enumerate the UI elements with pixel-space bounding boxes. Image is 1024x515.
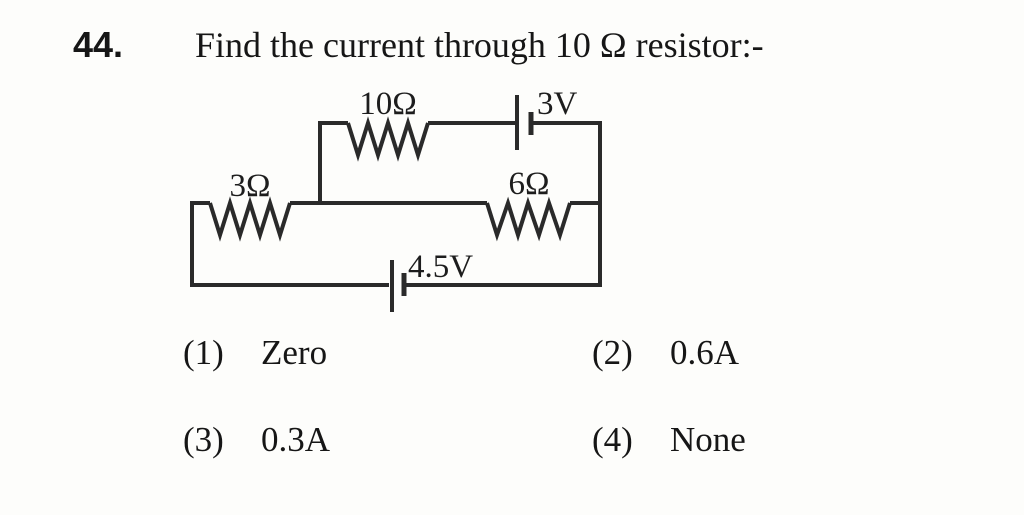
option-3[interactable]: (3) 0.3A	[183, 420, 330, 460]
option-4-text: None	[670, 420, 746, 459]
option-2[interactable]: (2) 0.6A	[592, 333, 739, 373]
label-resistor-6ohm: 6Ω	[508, 166, 549, 202]
resistor-10ohm-zigzag	[346, 116, 430, 162]
option-4-number: (4)	[592, 420, 633, 459]
resistor-6ohm-zigzag	[485, 196, 572, 242]
label-resistor-10ohm: 10Ω	[359, 86, 417, 122]
label-resistor-3ohm: 3Ω	[229, 168, 270, 204]
resistor-3ohm-zigzag	[208, 196, 292, 242]
option-2-text: 0.6A	[670, 333, 740, 372]
option-1[interactable]: (1) Zero	[183, 333, 327, 373]
question-number: 44.	[73, 24, 124, 65]
question-text: Find the current through 10 Ω resistor:-	[195, 25, 764, 65]
option-1-number: (1)	[183, 333, 224, 372]
label-battery-4v5: 4.5V	[408, 249, 473, 285]
option-1-text: Zero	[261, 333, 328, 372]
circuit-diagram: 10Ω 3V 3Ω 6Ω 4.5V	[190, 86, 602, 312]
option-3-number: (3)	[183, 420, 224, 459]
option-2-number: (2)	[592, 333, 633, 372]
option-4[interactable]: (4) None	[592, 420, 746, 460]
option-3-text: 0.3A	[261, 420, 331, 459]
label-battery-3v: 3V	[537, 86, 578, 122]
